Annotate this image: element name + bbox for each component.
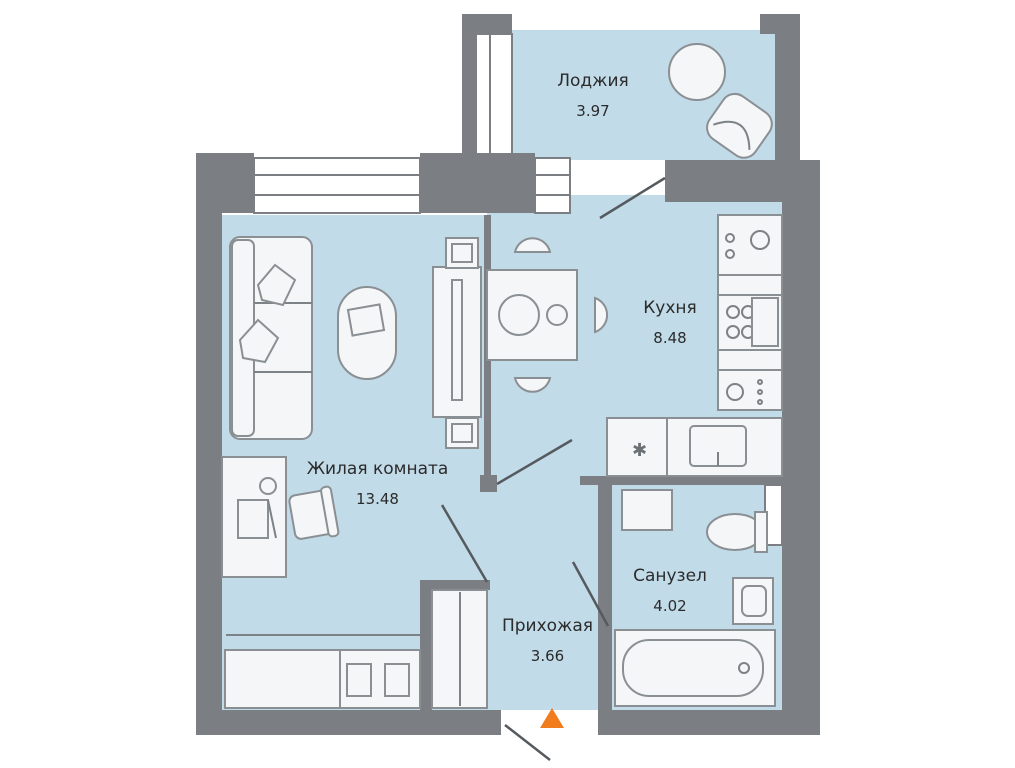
room-label-hallway: Прихожая 3.66 (490, 615, 605, 667)
hallway-furniture (431, 589, 488, 709)
kitchen-furniture: ✱ (486, 214, 783, 477)
window-living (253, 157, 421, 214)
office-chair-icon (288, 485, 340, 540)
toilet-icon (706, 511, 768, 553)
washing-machine-icon (621, 489, 673, 531)
room-area: 3.66 (530, 647, 565, 665)
room-area: 13.48 (356, 490, 399, 508)
door-living (496, 438, 573, 486)
sink-icon (666, 417, 783, 477)
room-label-living: Жилая комната 13.48 (290, 458, 465, 510)
room-name: Кухня (643, 298, 697, 318)
loggia-furniture (668, 43, 773, 159)
window-kitchen (534, 157, 571, 214)
dining-table-icon (486, 237, 609, 393)
kitchen-counter-icon (717, 214, 783, 411)
room-label-bathroom: Санузел 4.02 (615, 565, 725, 617)
fridge-icon (606, 417, 668, 477)
round-table-icon (668, 43, 726, 101)
room-name: Лоджия (557, 71, 629, 91)
room-area: 4.02 (653, 597, 687, 615)
room-name: Санузел (633, 566, 707, 586)
oven-icon (717, 369, 783, 411)
bathroom-furniture (614, 489, 776, 707)
walls (196, 14, 820, 735)
room-area: 8.48 (653, 329, 687, 347)
living-furniture (221, 236, 482, 709)
door-entrance (504, 724, 551, 761)
armchair-icon (706, 92, 773, 159)
room-area: 3.97 (576, 102, 610, 120)
door-hall-living (440, 504, 489, 583)
desk-icon (221, 456, 340, 578)
entrance-arrow-icon (540, 708, 564, 728)
washbasin-icon (732, 577, 774, 625)
tv-stand-icon (432, 237, 482, 449)
windows (253, 33, 783, 546)
stove-icon (717, 294, 783, 351)
sofa-icon (229, 236, 313, 440)
door-bathroom (571, 561, 610, 627)
doors (440, 176, 666, 761)
room-name: Прихожая (501, 616, 594, 636)
window-loggia (475, 33, 513, 155)
room-label-loggia: Лоджия 3.97 (538, 70, 648, 122)
bath-icon (614, 629, 776, 707)
svg-text:✱: ✱ (632, 440, 647, 461)
room-label-kitchen: Кухня 8.48 (615, 297, 725, 349)
door-loggia (599, 176, 666, 220)
hallway-floor (487, 480, 602, 710)
room-name: Жилая комната (306, 459, 449, 479)
wardrobe-icon (224, 634, 421, 709)
